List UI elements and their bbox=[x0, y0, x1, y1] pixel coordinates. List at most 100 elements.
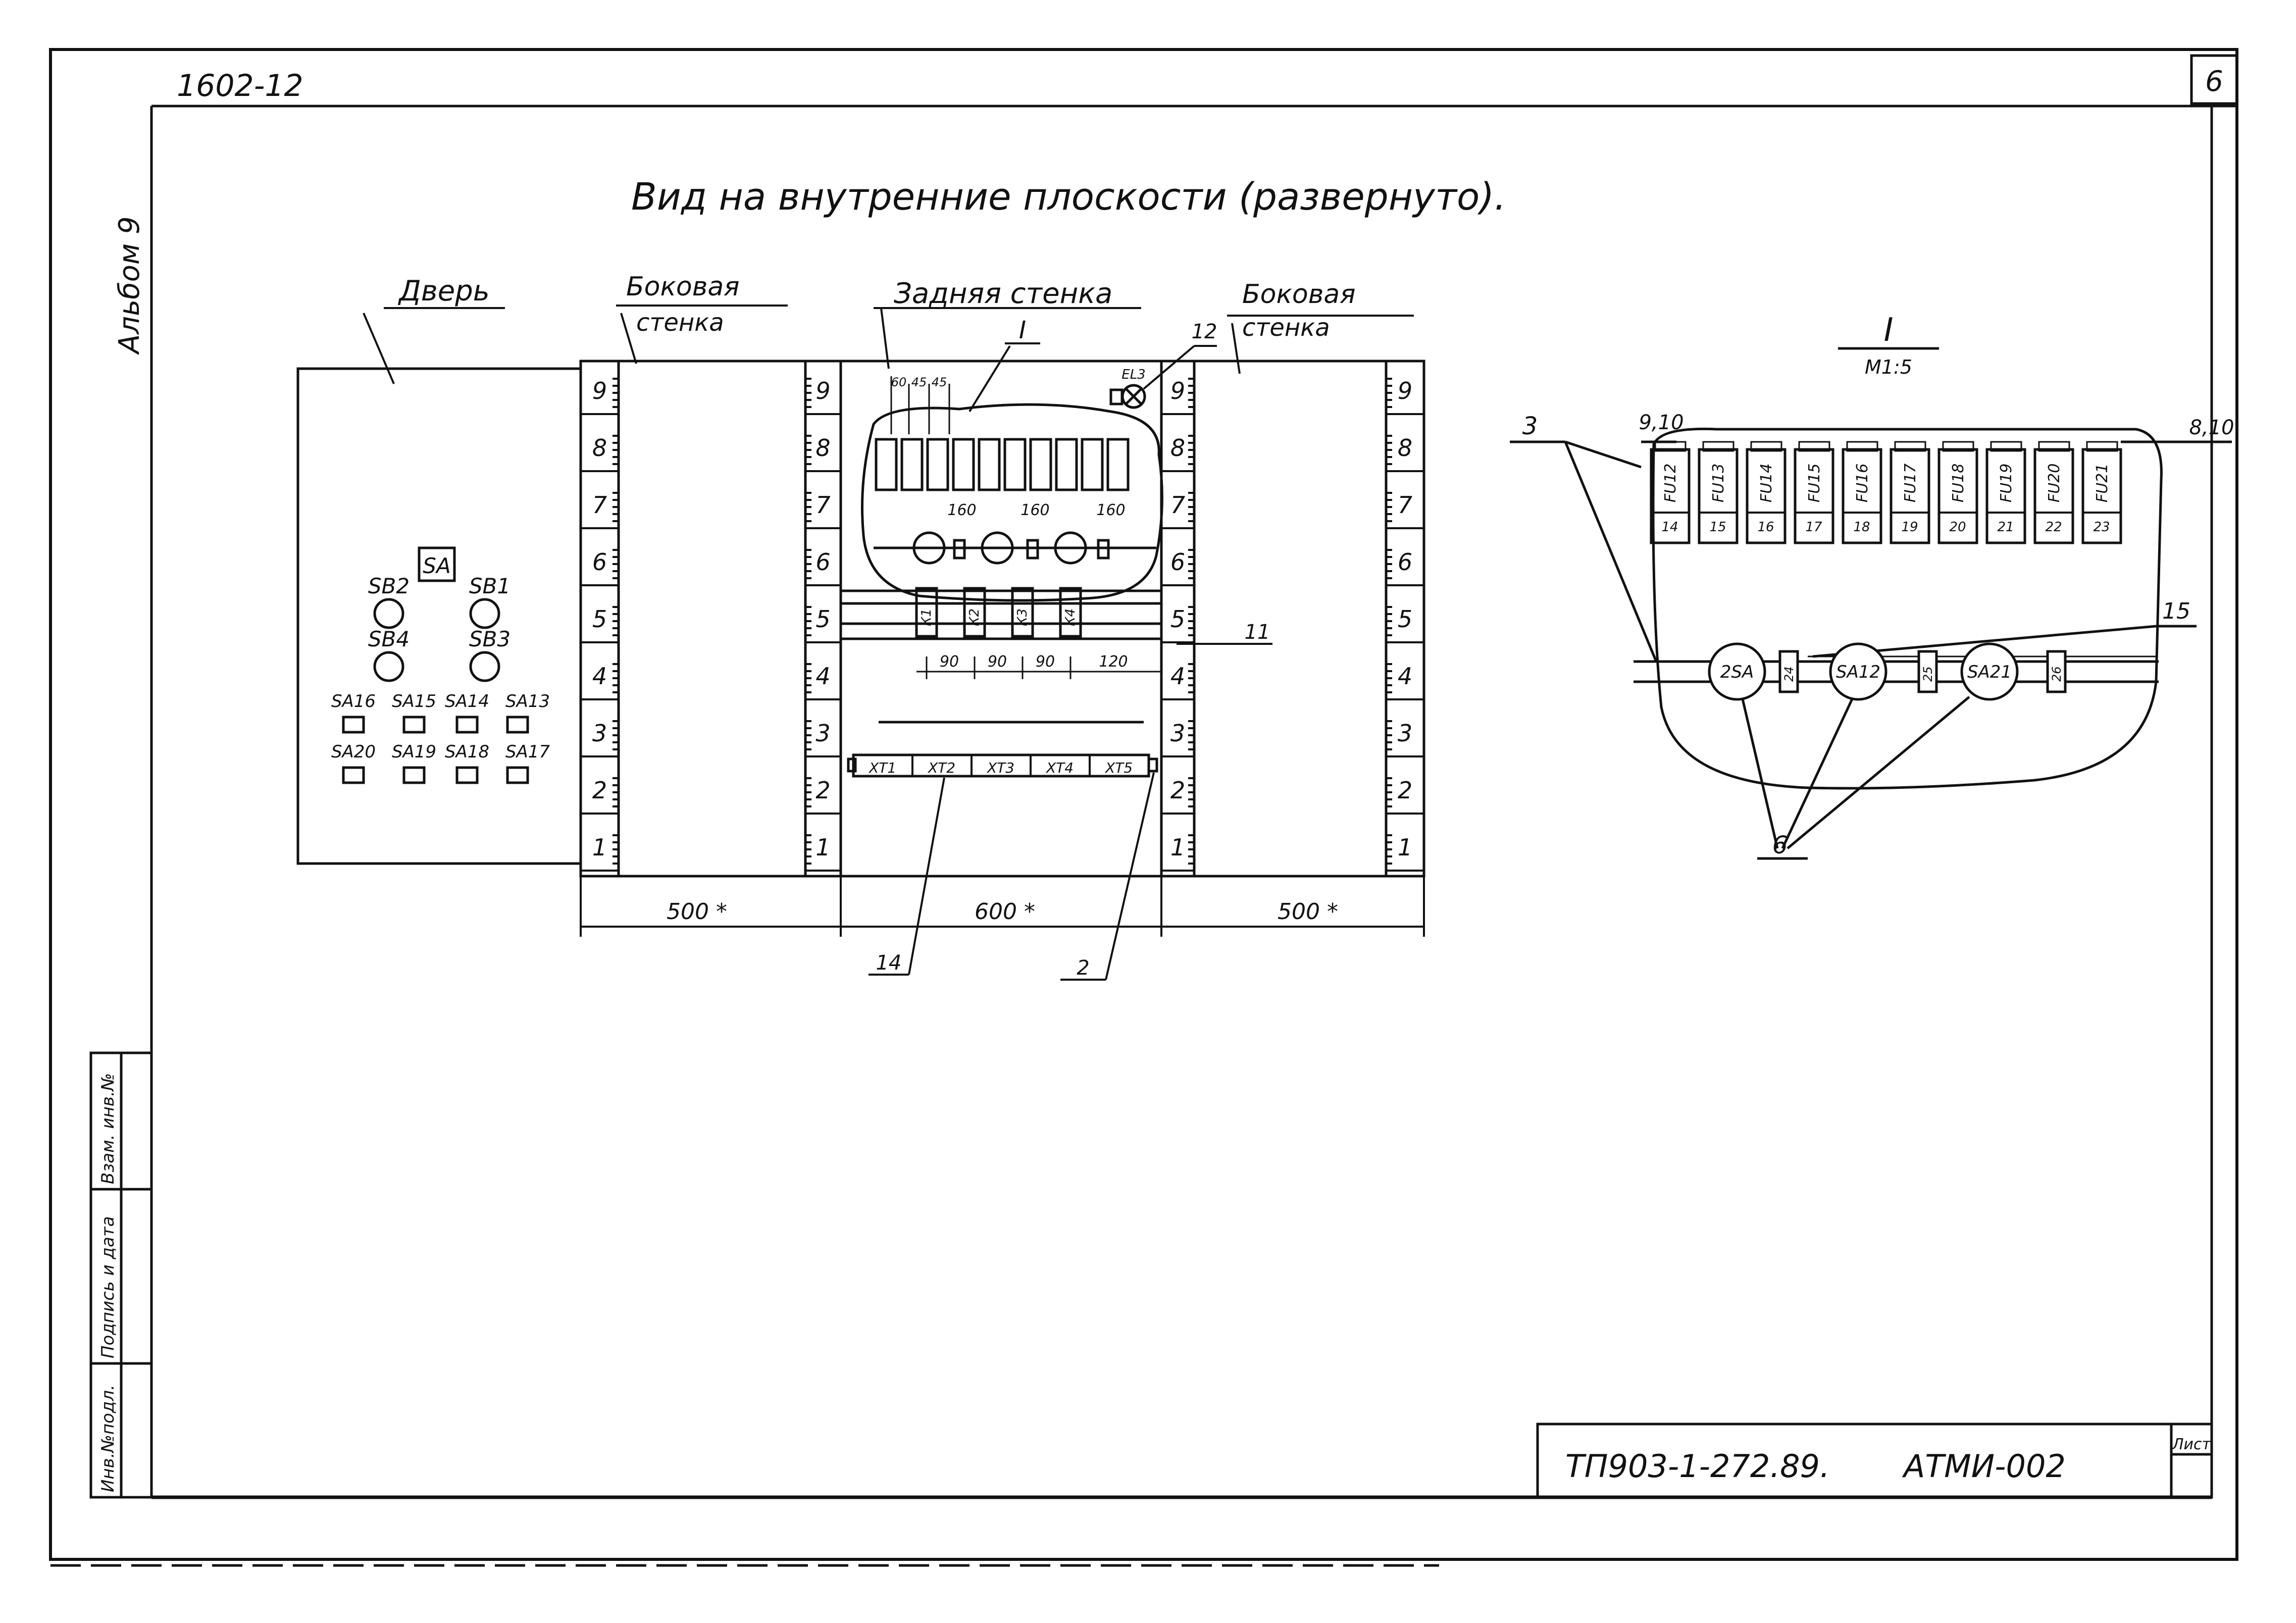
detail-fuse-number: 22 bbox=[2045, 520, 2062, 535]
callout-11: 11 bbox=[1245, 621, 1270, 644]
ruler-mark: 9 bbox=[592, 377, 607, 404]
ruler-mark: 3 bbox=[815, 720, 830, 747]
door-sa15: SA15 bbox=[392, 691, 436, 712]
detail-fuse-number: 18 bbox=[1853, 520, 1870, 535]
back-wall-fuses bbox=[875, 438, 1130, 491]
detail-fuse-label: FU12 bbox=[1662, 464, 1679, 502]
detail-fuse-label: FU18 bbox=[1950, 464, 1967, 502]
dim-120: 120 bbox=[1099, 653, 1128, 671]
ruler-mark: 9 bbox=[815, 377, 830, 404]
detail-fuse-label: FU17 bbox=[1902, 464, 1919, 502]
ruler-mark: 1 bbox=[1170, 834, 1185, 861]
door-sa: SA bbox=[423, 553, 450, 578]
detail-block bbox=[1917, 650, 1938, 693]
dim-90b: 90 bbox=[988, 653, 1007, 671]
back-fuse bbox=[1081, 438, 1104, 491]
ruler-mark: 1 bbox=[815, 834, 830, 861]
ruler-mark: 3 bbox=[1170, 720, 1185, 747]
back-fuse bbox=[875, 438, 898, 491]
door-sb3: SB3 bbox=[469, 627, 511, 651]
stamp-sign-date: Подпись и дата bbox=[98, 1216, 118, 1358]
detail-fuse-label: FU16 bbox=[1854, 464, 1871, 502]
door-sa17: SA17 bbox=[505, 742, 550, 762]
door-sa20: SA20 bbox=[331, 742, 376, 762]
detail-fuse: FU19 21 bbox=[1985, 441, 2026, 544]
detail-scale: М1:5 bbox=[1865, 356, 1912, 378]
door-panel bbox=[296, 367, 582, 865]
dim-90c: 90 bbox=[1036, 653, 1055, 671]
ruler-mark: 3 bbox=[592, 720, 607, 747]
detail-fuse-label: FU19 bbox=[1998, 464, 2015, 502]
label-back-wall: Задняя стенка bbox=[894, 277, 1112, 310]
door-sb4-lamp bbox=[373, 651, 404, 682]
door-sa-box bbox=[418, 546, 456, 582]
door-sa14: SA14 bbox=[445, 691, 489, 712]
callout-15: 15 bbox=[2162, 598, 2190, 624]
album-code: 1602-12 bbox=[177, 68, 303, 104]
dim-160b: 160 bbox=[1021, 501, 1049, 519]
stamp-inv-orig: Инв.№подл. bbox=[98, 1385, 118, 1492]
detail-fuse-number: 23 bbox=[2093, 520, 2110, 535]
detail-switch bbox=[1960, 642, 2019, 701]
ruler-mark: 9 bbox=[1398, 377, 1412, 404]
detail-block bbox=[2046, 650, 2067, 693]
back-fuse bbox=[978, 438, 1001, 491]
door-sb4: SB4 bbox=[368, 627, 410, 651]
callout-3: 3 bbox=[1522, 412, 1538, 440]
ruler-mark: 4 bbox=[1398, 663, 1412, 690]
door-sb3-lamp bbox=[469, 651, 500, 682]
detail-title: I bbox=[1884, 312, 1894, 349]
dim-width-right: 500 * bbox=[1278, 899, 1338, 925]
ruler-mark: 7 bbox=[592, 491, 607, 519]
terminal-label: ХТ4 bbox=[1045, 759, 1074, 776]
dim-45a: 45 bbox=[911, 375, 927, 389]
ruler-back-left bbox=[804, 360, 842, 877]
back-fuse bbox=[1029, 438, 1052, 491]
back-fuse bbox=[1055, 438, 1078, 491]
back-fuse bbox=[952, 438, 975, 491]
detail-fuse-label: FU14 bbox=[1758, 464, 1775, 502]
detail-switch bbox=[1829, 642, 1887, 701]
detail-switch-label: SA21 bbox=[1967, 662, 2012, 682]
terminal-label: ХТ1 bbox=[868, 759, 896, 776]
ruler-mark: 4 bbox=[592, 663, 607, 690]
ruler-mark: 9 bbox=[1170, 377, 1185, 404]
relay-k2 bbox=[963, 587, 986, 638]
detail-fuse-number: 21 bbox=[1997, 520, 2014, 535]
detail-fuse: FU16 18 bbox=[1842, 441, 1882, 544]
detail-switch-label: 2SA bbox=[1720, 662, 1754, 682]
callout-12: 12 bbox=[1192, 320, 1217, 343]
back-fuse bbox=[1106, 438, 1130, 491]
ruler-mark: 7 bbox=[815, 491, 830, 519]
sheet-number-box bbox=[2190, 54, 2238, 105]
back-fuse bbox=[1003, 438, 1027, 491]
dim-160c: 160 bbox=[1096, 501, 1125, 519]
side-wall-left bbox=[617, 360, 807, 878]
dim-width-mid: 600 * bbox=[975, 899, 1035, 925]
relay-k4 bbox=[1059, 587, 1082, 638]
callout-9-10: 9,10 bbox=[1639, 411, 1683, 434]
sheet-label: Лист bbox=[2172, 1436, 2212, 1453]
relay-k1 bbox=[915, 587, 938, 638]
ruler-mark: 2 bbox=[1398, 777, 1412, 804]
ruler-mark: 4 bbox=[815, 663, 830, 690]
dim-160a: 160 bbox=[947, 501, 976, 519]
ruler-mark: 1 bbox=[1398, 834, 1412, 861]
detail-block-label: 25 bbox=[1921, 666, 1935, 682]
ruler-mark: 5 bbox=[1170, 605, 1185, 633]
ruler-mark: 7 bbox=[1398, 491, 1412, 519]
terminal-label: ХТ3 bbox=[986, 759, 1014, 776]
ruler-mark: 4 bbox=[1170, 663, 1185, 690]
door-sb2-lamp bbox=[373, 598, 404, 629]
door-sa13: SA13 bbox=[505, 691, 550, 712]
label-side-left-2: стенка bbox=[636, 309, 724, 337]
detail-outline bbox=[1652, 427, 2163, 790]
ruler-mark: 6 bbox=[1170, 548, 1185, 576]
